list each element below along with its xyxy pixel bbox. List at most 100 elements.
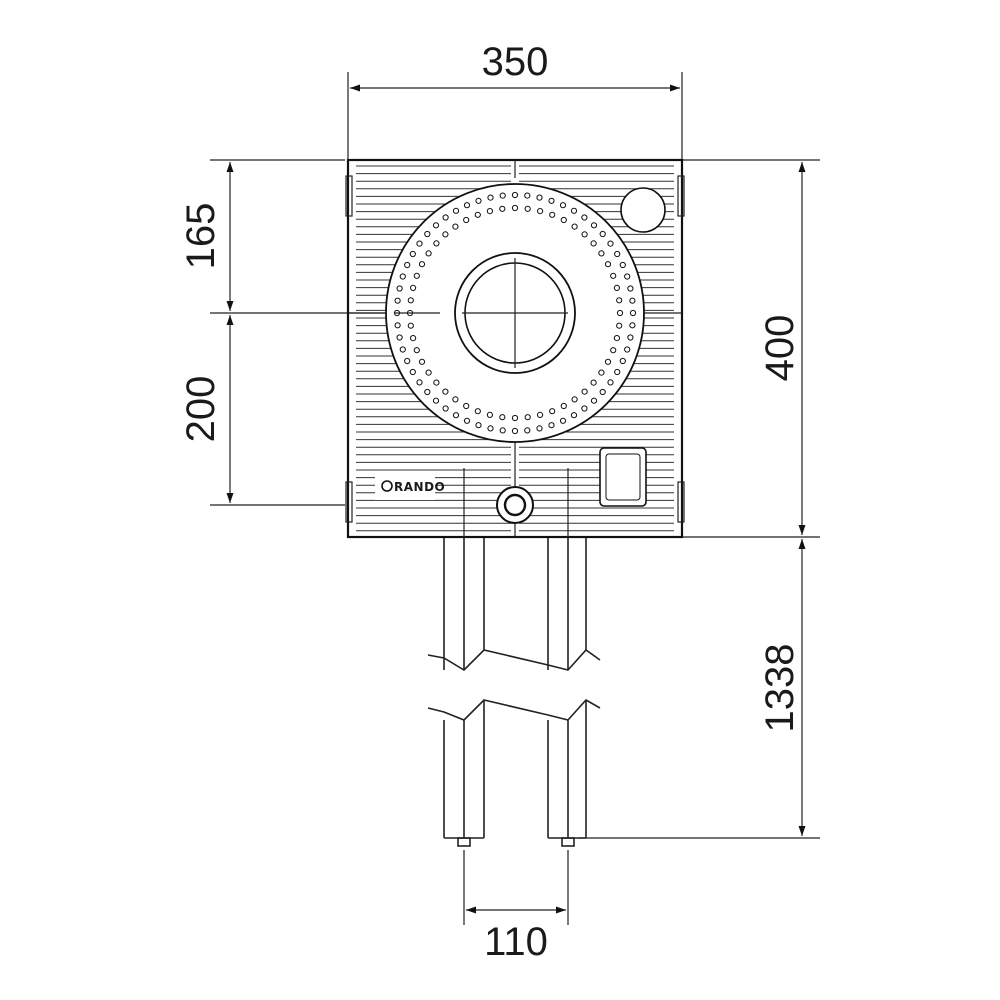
burner-hole xyxy=(399,273,406,280)
dimension-top-width: 350 xyxy=(347,40,683,160)
burner-hole xyxy=(536,194,543,201)
burner-hole xyxy=(536,425,543,432)
burner-hole xyxy=(418,261,426,268)
burner-hole xyxy=(560,216,567,224)
burner-hole xyxy=(416,379,423,386)
burner-hole xyxy=(616,309,624,317)
burner-hole xyxy=(442,231,449,238)
burner-hole xyxy=(463,202,471,209)
burner-hole xyxy=(571,396,578,403)
burner-hole xyxy=(537,208,544,215)
dimension-label-leg-height: 1338 xyxy=(758,644,802,733)
burner-hole xyxy=(614,250,621,258)
side-handle-br xyxy=(677,481,685,523)
burner-hole xyxy=(613,284,621,291)
burner-hole xyxy=(581,405,588,412)
burner-hole xyxy=(410,284,417,291)
burner-hole xyxy=(409,368,416,376)
side-handle-tl xyxy=(345,175,353,217)
burner-hole xyxy=(424,230,431,238)
burner-hole xyxy=(474,408,481,415)
burner-hole xyxy=(418,358,426,365)
burner-hole xyxy=(416,240,423,247)
burner-hole xyxy=(425,250,432,257)
burner-hole xyxy=(452,223,459,230)
burner-hole xyxy=(425,369,432,376)
burner-hole xyxy=(619,357,626,365)
dimension-label-leg-spacing: 110 xyxy=(484,920,548,964)
burner-hole xyxy=(424,388,431,396)
burner-hole xyxy=(599,388,606,396)
burner-hole xyxy=(610,272,617,279)
burner-hole xyxy=(610,347,617,354)
burner-hole xyxy=(598,369,605,376)
side-handle-bl xyxy=(345,481,353,523)
dimension-label-top-width: 350 xyxy=(482,40,549,84)
burner-hole xyxy=(499,414,506,421)
burner-hole xyxy=(396,334,403,341)
burner-hole xyxy=(432,397,440,404)
burner-hole xyxy=(614,368,621,376)
burner-hole xyxy=(624,273,631,280)
dimension-label-lower-height: 200 xyxy=(179,376,223,443)
burner-hole xyxy=(599,230,606,238)
burner-hole xyxy=(404,261,411,269)
brand-logo-text: RANDO xyxy=(394,480,445,494)
burner-hole xyxy=(499,192,506,199)
leg-right xyxy=(547,538,587,847)
burner-hole xyxy=(442,405,449,412)
dimension-leg-spacing: 110 xyxy=(463,850,569,964)
burner-hole xyxy=(487,425,494,432)
burner-hole xyxy=(570,412,578,419)
burner-hole xyxy=(499,205,506,212)
burner-hole xyxy=(463,216,470,224)
burner-hole xyxy=(511,204,519,212)
burner-hole xyxy=(410,335,417,342)
burner-hole xyxy=(452,396,459,403)
burner-hole xyxy=(627,285,634,292)
burner-hole xyxy=(409,250,416,258)
burner-hole xyxy=(407,297,414,304)
burner-hole xyxy=(486,208,493,215)
burner-hole xyxy=(559,417,567,424)
burner-hole xyxy=(619,261,626,269)
burner-hole xyxy=(616,322,623,329)
burner-hole xyxy=(581,231,588,238)
burner-hole xyxy=(549,211,556,218)
burner-hole xyxy=(463,402,470,410)
burner-hole xyxy=(570,207,578,214)
burner-hole xyxy=(463,417,471,424)
burner-hole xyxy=(590,222,598,229)
dimension-left: 165 200 xyxy=(179,159,440,506)
display-window xyxy=(599,447,647,507)
burner-hole xyxy=(616,297,623,304)
burner-hole xyxy=(475,197,482,204)
dimension-leg-height: 1338 xyxy=(578,539,820,839)
burner-hole xyxy=(433,379,440,386)
burner-hole xyxy=(549,408,556,415)
burner-hole xyxy=(407,322,414,329)
burner-hole xyxy=(452,412,460,419)
dimension-label-upper-height: 165 xyxy=(179,203,223,270)
burner-hole xyxy=(511,427,519,435)
burner-hole xyxy=(629,297,636,304)
burner-hole xyxy=(590,379,597,386)
burner-hole xyxy=(524,414,531,421)
control-knob[interactable] xyxy=(496,486,534,524)
burner-hole xyxy=(548,422,555,429)
burner-hole xyxy=(590,397,598,404)
burner xyxy=(385,183,645,443)
break-lines xyxy=(427,648,601,721)
foot-right xyxy=(561,837,575,847)
burner-hole xyxy=(399,346,406,353)
dimension-right-total: 400 xyxy=(682,159,820,538)
burner-hole xyxy=(442,214,449,221)
burner-hole xyxy=(487,194,494,201)
logo-icon xyxy=(381,480,393,492)
burner-hole xyxy=(432,222,440,229)
burner-hole xyxy=(560,402,567,410)
burner-hole xyxy=(499,427,506,434)
burner-hole xyxy=(627,334,634,341)
burner-hole xyxy=(486,411,493,418)
burner-hole xyxy=(433,240,440,247)
